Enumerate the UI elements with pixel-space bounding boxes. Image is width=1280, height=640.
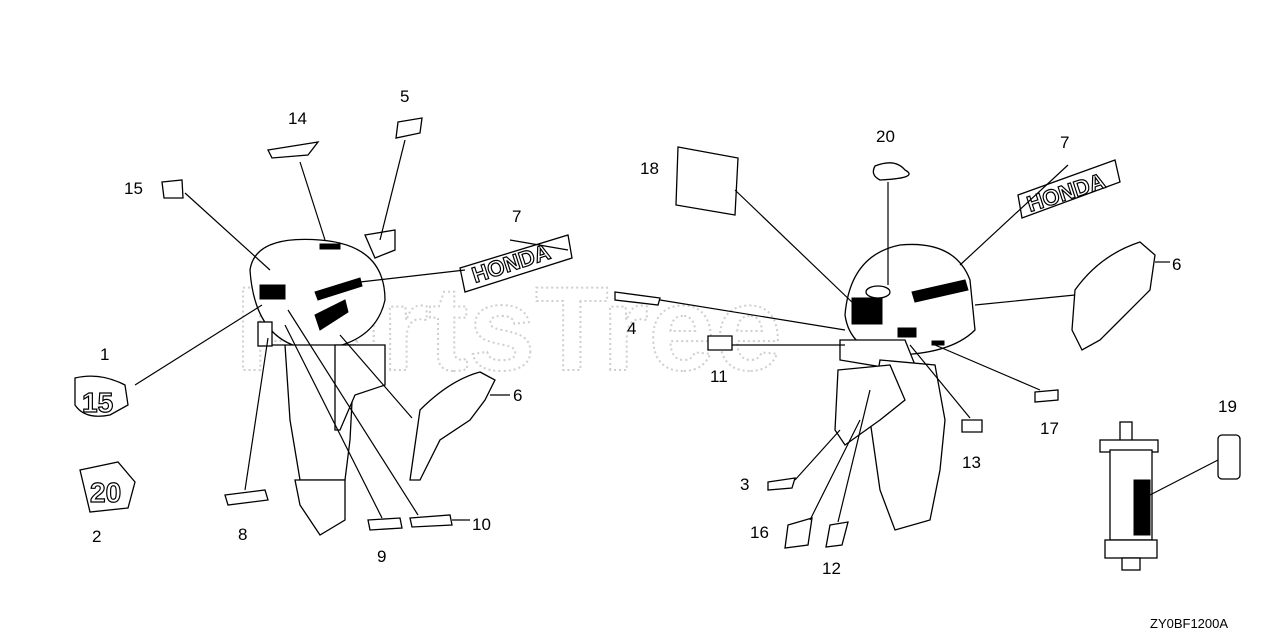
- callout-4: 4: [627, 319, 636, 338]
- callout-part-8: [224, 489, 269, 506]
- callout-6-left: 6: [513, 386, 522, 405]
- callout-part-6-right: [1071, 241, 1156, 351]
- callout-15: 15: [124, 179, 143, 198]
- tiller-handle: [1099, 421, 1159, 571]
- callout-part-4: [614, 291, 661, 306]
- callout-part-11: [707, 335, 733, 351]
- svg-text:15: 15: [82, 387, 113, 418]
- callout-part-18: [675, 146, 739, 216]
- left-clamp-bracket: [334, 344, 386, 431]
- callout-part-10: [409, 514, 453, 528]
- callout-5: 5: [400, 87, 409, 106]
- callout-12: 12: [822, 559, 841, 578]
- callout-part-20: [872, 162, 910, 181]
- callout-18: 18: [640, 159, 659, 178]
- callout-19: 19: [1218, 397, 1237, 416]
- callout-part-2: 20: [79, 461, 136, 513]
- callout-part-6-left: [409, 371, 496, 481]
- left-cover-decal-1: [257, 321, 273, 347]
- svg-text:20: 20: [90, 477, 121, 508]
- callout-16: 16: [750, 523, 769, 542]
- callout-7-right: 7: [1060, 133, 1069, 152]
- callout-part-7-right: HONDA: [1017, 159, 1121, 219]
- right-cover-decal-6: [897, 327, 917, 338]
- callout-part-9: [367, 517, 403, 531]
- callout-14: 14: [288, 109, 307, 128]
- right-cover-decal-18: [851, 297, 883, 325]
- left-outboard-motor: [249, 229, 396, 536]
- callout-9: 9: [377, 547, 386, 566]
- left-cover-decal-6: [314, 299, 349, 331]
- callout-7-left: 7: [512, 207, 521, 226]
- drawing-code: ZY0BF1200A: [1150, 616, 1228, 631]
- callout-part-13: [961, 419, 983, 433]
- right-clamp-bracket: [834, 364, 906, 446]
- callout-6-right: 6: [1172, 255, 1181, 274]
- right-cover-decal-17: [931, 340, 945, 346]
- right-cover-decal-20: [865, 285, 891, 299]
- callout-part-17: [1034, 389, 1059, 403]
- callout-8: 8: [238, 525, 247, 544]
- right-outboard-motor: [834, 243, 976, 531]
- callout-17: 17: [1040, 419, 1059, 438]
- left-cover-decal-15: [259, 284, 286, 300]
- svg-text:HONDA: HONDA: [1024, 168, 1109, 217]
- left-cover-decal-14: [319, 243, 341, 250]
- callout-1: 1: [100, 345, 109, 364]
- callout-part-16: [784, 517, 813, 549]
- callout-10: 10: [472, 515, 491, 534]
- callout-11: 11: [710, 367, 728, 386]
- left-cover-decal-7: [314, 277, 363, 301]
- callout-part-1: 15: [74, 375, 129, 419]
- callout-13: 13: [962, 453, 981, 472]
- callout-part-14: [267, 141, 320, 159]
- callout-part-15: [161, 179, 184, 199]
- callout-20: 20: [876, 127, 895, 146]
- callout-part-5: [395, 117, 423, 139]
- callout-part-12: [825, 521, 849, 548]
- callout-part-19: [1217, 434, 1241, 480]
- callout-part-3: [767, 477, 796, 491]
- callout-3: 3: [740, 475, 749, 494]
- left-tiller-tip: [364, 229, 396, 259]
- left-lower-unit: [294, 479, 346, 536]
- right-cover-decal-7: [911, 279, 969, 303]
- callout-2: 2: [92, 527, 101, 546]
